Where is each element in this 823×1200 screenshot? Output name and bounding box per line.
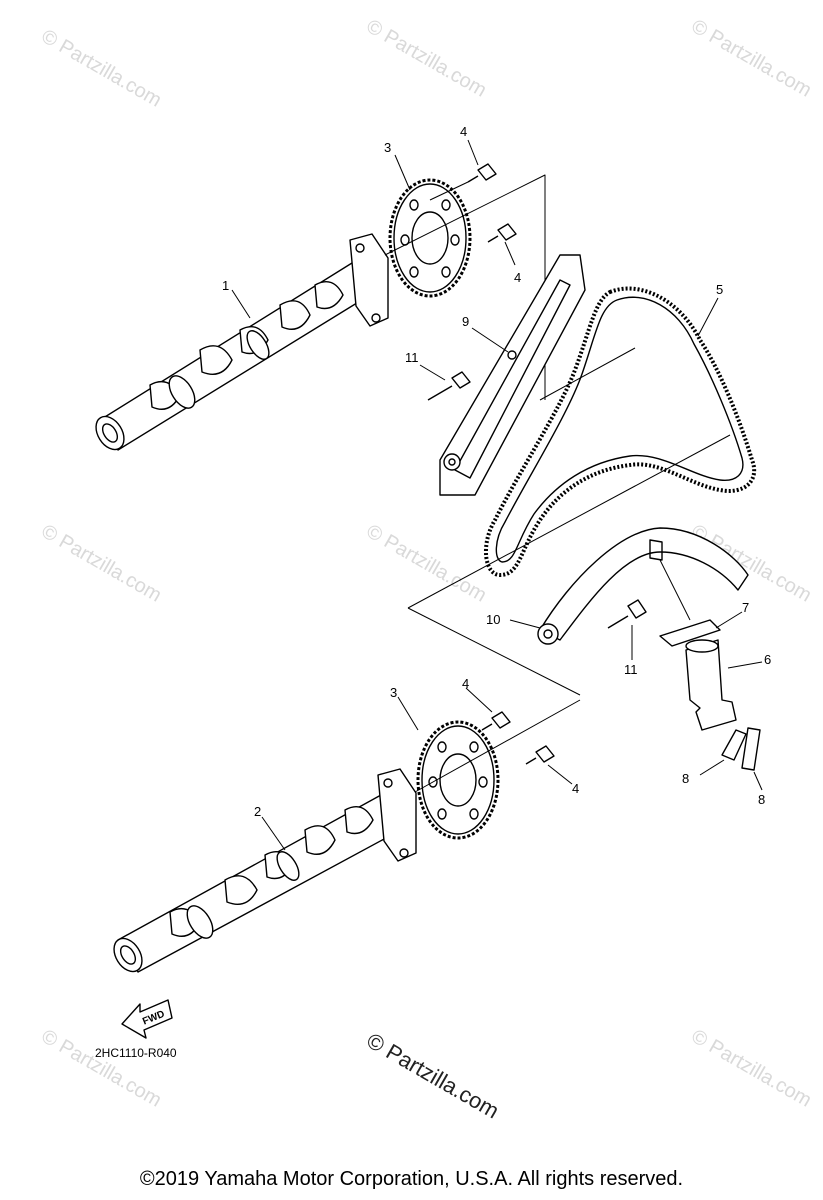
callout-4-upper-b: 4 bbox=[514, 270, 521, 285]
callout-2: 2 bbox=[254, 804, 261, 819]
callout-9: 9 bbox=[462, 314, 469, 329]
tensioner-gasket bbox=[659, 619, 721, 647]
callout-8-a: 8 bbox=[682, 771, 689, 786]
watermark: © Partzilla.com bbox=[38, 520, 166, 606]
callout-6: 6 bbox=[764, 652, 771, 667]
cam-sprocket-lower bbox=[416, 720, 500, 840]
callout-4-lower-a: 4 bbox=[462, 676, 469, 691]
tensioner-arm bbox=[537, 527, 749, 645]
tensioner-bolt-a bbox=[721, 729, 747, 761]
callout-3-upper: 3 bbox=[384, 140, 391, 155]
chain-guide bbox=[439, 254, 586, 496]
tensioner-arm-bolt bbox=[607, 599, 647, 629]
watermark-main: © Partzilla.com bbox=[363, 1028, 504, 1124]
sprocket-bolt-upper-a bbox=[467, 163, 497, 183]
callout-1: 1 bbox=[222, 278, 229, 293]
callout-3-lower: 3 bbox=[390, 685, 397, 700]
copyright-notice: ©2019 Yamaha Motor Corporation, U.S.A. A… bbox=[139, 1168, 684, 1190]
callout-11-upper: 11 bbox=[405, 350, 419, 365]
watermark: © Partzilla.com bbox=[688, 1025, 816, 1111]
callout-4-lower-b: 4 bbox=[572, 781, 579, 796]
watermark: © Partzilla.com bbox=[363, 520, 491, 606]
callout-7: 7 bbox=[742, 600, 749, 615]
guide-bolt-upper bbox=[427, 371, 471, 401]
callout-labels: 1 3 4 4 5 9 11 10 11 7 6 8 8 2 3 4 4 bbox=[222, 124, 771, 819]
sprocket-bolt-lower-b bbox=[525, 745, 555, 765]
watermark: © Partzilla.com bbox=[363, 15, 491, 101]
timing-chain bbox=[483, 286, 757, 577]
sprocket-bolt-lower-a bbox=[481, 711, 511, 731]
cam-sprocket-upper bbox=[388, 178, 472, 298]
diagram-code: 2HC1110-R040 bbox=[95, 1046, 177, 1060]
sprocket-bolt-upper-b bbox=[487, 223, 517, 243]
camshaft-lower bbox=[113, 768, 417, 973]
fwd-arrow-icon bbox=[121, 999, 173, 1039]
tensioner-bolt-b bbox=[741, 727, 761, 771]
watermark: © Partzilla.com bbox=[38, 25, 166, 111]
chain-tensioner bbox=[685, 639, 737, 731]
callout-5: 5 bbox=[716, 282, 723, 297]
camshaft-upper bbox=[95, 233, 389, 451]
callout-4-upper-a: 4 bbox=[460, 124, 467, 139]
watermark: © Partzilla.com bbox=[688, 15, 816, 101]
callout-11-lower: 11 bbox=[624, 662, 638, 677]
callout-10: 10 bbox=[486, 612, 500, 627]
callout-8-b: 8 bbox=[758, 792, 765, 807]
